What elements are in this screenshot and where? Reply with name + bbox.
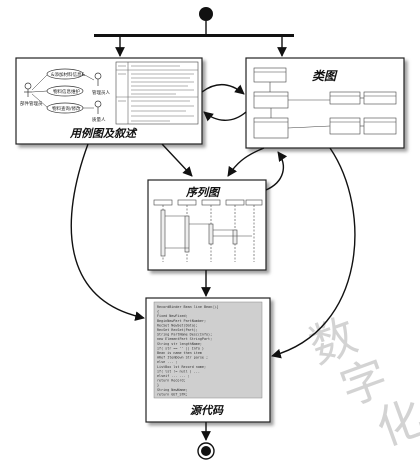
usecase-description-table [115, 61, 199, 125]
code-line: elseif ... ... ; [157, 374, 190, 378]
edge-class-to-sequence [227, 147, 265, 177]
classdiagram-title: 类图 [312, 69, 338, 83]
usecase-ellipse-1: &添加材料信息& [51, 71, 86, 78]
code-line: String PartName Desc(Info); [157, 333, 212, 337]
edge-usecase-to-source [70, 143, 145, 321]
code-line: String NewName; [157, 388, 188, 392]
usecase-title: 用例图及叙述 [69, 127, 138, 140]
sourcecode-title: 源代码 [190, 404, 224, 417]
code-line: Fixed NewFixed; [157, 314, 188, 318]
node-sourcecode: RecordBinder Bean line Bean(){ { Fixed N… [145, 297, 271, 423]
edge-usecase-to-sequence [161, 143, 193, 177]
sequence-title: 序列图 [185, 186, 221, 199]
actor-label-3: 质量人 [92, 116, 106, 123]
usecase-figure: 部件管理员 管理员人 质量人 &添加材料信息& 物料信息维护 物料查询/修改 [20, 68, 110, 123]
code-lines: RecordBinder Bean line Bean(){ { Fixed N… [157, 305, 218, 396]
code-line: return GET_STR; [157, 392, 188, 396]
usecase-ellipse-3: 物料查询/修改 [52, 105, 81, 112]
actor-label-2: 管理员人 [92, 89, 110, 96]
watermark: 数 字 化 [302, 308, 420, 456]
code-line: BeginNewPart PartNumber; [157, 319, 206, 323]
code-line: RecSet NewSet(Data); [157, 323, 198, 327]
node-usecase: 部件管理员 管理员人 质量人 &添加材料信息& 物料信息维护 物料查询/修改 [15, 57, 203, 145]
code-line: if( str == '' || Info ) [157, 346, 204, 350]
edge-usecase-to-class [201, 84, 245, 95]
node-classdiagram: 类图 [245, 57, 405, 149]
code-line: else ... ; [157, 360, 177, 364]
code-line: if( lst != null ) ... [157, 369, 200, 373]
code-line: { [157, 310, 159, 314]
fork-bar [94, 34, 294, 37]
code-line: } [157, 383, 159, 387]
actor-label-1: 部件管理员 [20, 100, 43, 107]
edge-class-to-source [271, 147, 356, 359]
class-diagram-figure [253, 67, 397, 139]
node-sequence: 序列图 [147, 179, 267, 271]
code-line: ARef ItemDown Str parse ; [157, 356, 208, 360]
code-line: ListBox lst Record name; [157, 365, 206, 369]
sequence-figure [153, 199, 263, 262]
code-line: RecordBinder Bean line Bean(){ [157, 305, 218, 309]
code-line: new ElementPart StringPart; [157, 337, 212, 341]
code-panel [153, 301, 263, 399]
code-line: return Record; [157, 379, 186, 383]
edge-class-to-usecase [203, 111, 247, 122]
code-line: Bean is name then item [157, 351, 202, 355]
usecase-ellipse-2: 物料信息维护 [53, 88, 80, 95]
code-line: String str lengthName; [157, 342, 202, 346]
end-node [197, 442, 215, 460]
edge-sequence-to-class [265, 151, 288, 191]
start-node [199, 7, 213, 21]
code-line: RecSet RecSet(Part); [157, 328, 198, 332]
